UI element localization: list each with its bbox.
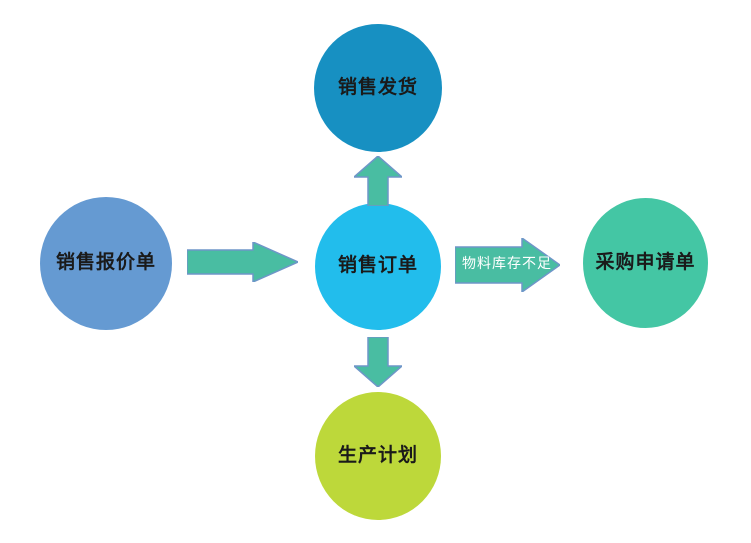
node-purchase-request-label: 采购申请单: [595, 251, 696, 273]
arrow-quotation-to-order-icon: [187, 242, 298, 282]
arrow-order-to-delivery-icon: [354, 156, 402, 206]
arrow-order-to-delivery-shape: [354, 156, 402, 206]
arrow-quotation-to-order-shape: [187, 242, 298, 282]
node-production-plan-label: 生产计划: [337, 444, 418, 466]
arrow-order-to-production-shape: [354, 337, 402, 387]
arrow-order-to-production-icon: [354, 337, 402, 387]
edge-label-material-shortage: 物料库存不足: [462, 255, 552, 271]
node-production-plan: 生产计划: [315, 392, 441, 520]
arrow-order-to-purchase-shape: [455, 238, 560, 292]
node-purchase-request: 采购申请单: [583, 198, 708, 328]
node-sales-delivery: 销售发货: [314, 24, 442, 152]
node-sales-quotation-label: 销售报价单: [55, 252, 156, 274]
node-sales-quotation: 销售报价单: [40, 197, 172, 330]
arrow-order-to-purchase-icon: [455, 238, 560, 292]
node-sales-delivery-label: 销售发货: [337, 76, 418, 98]
node-sales-order-label: 销售订单: [337, 255, 418, 277]
node-sales-order: 销售订单: [315, 203, 441, 330]
